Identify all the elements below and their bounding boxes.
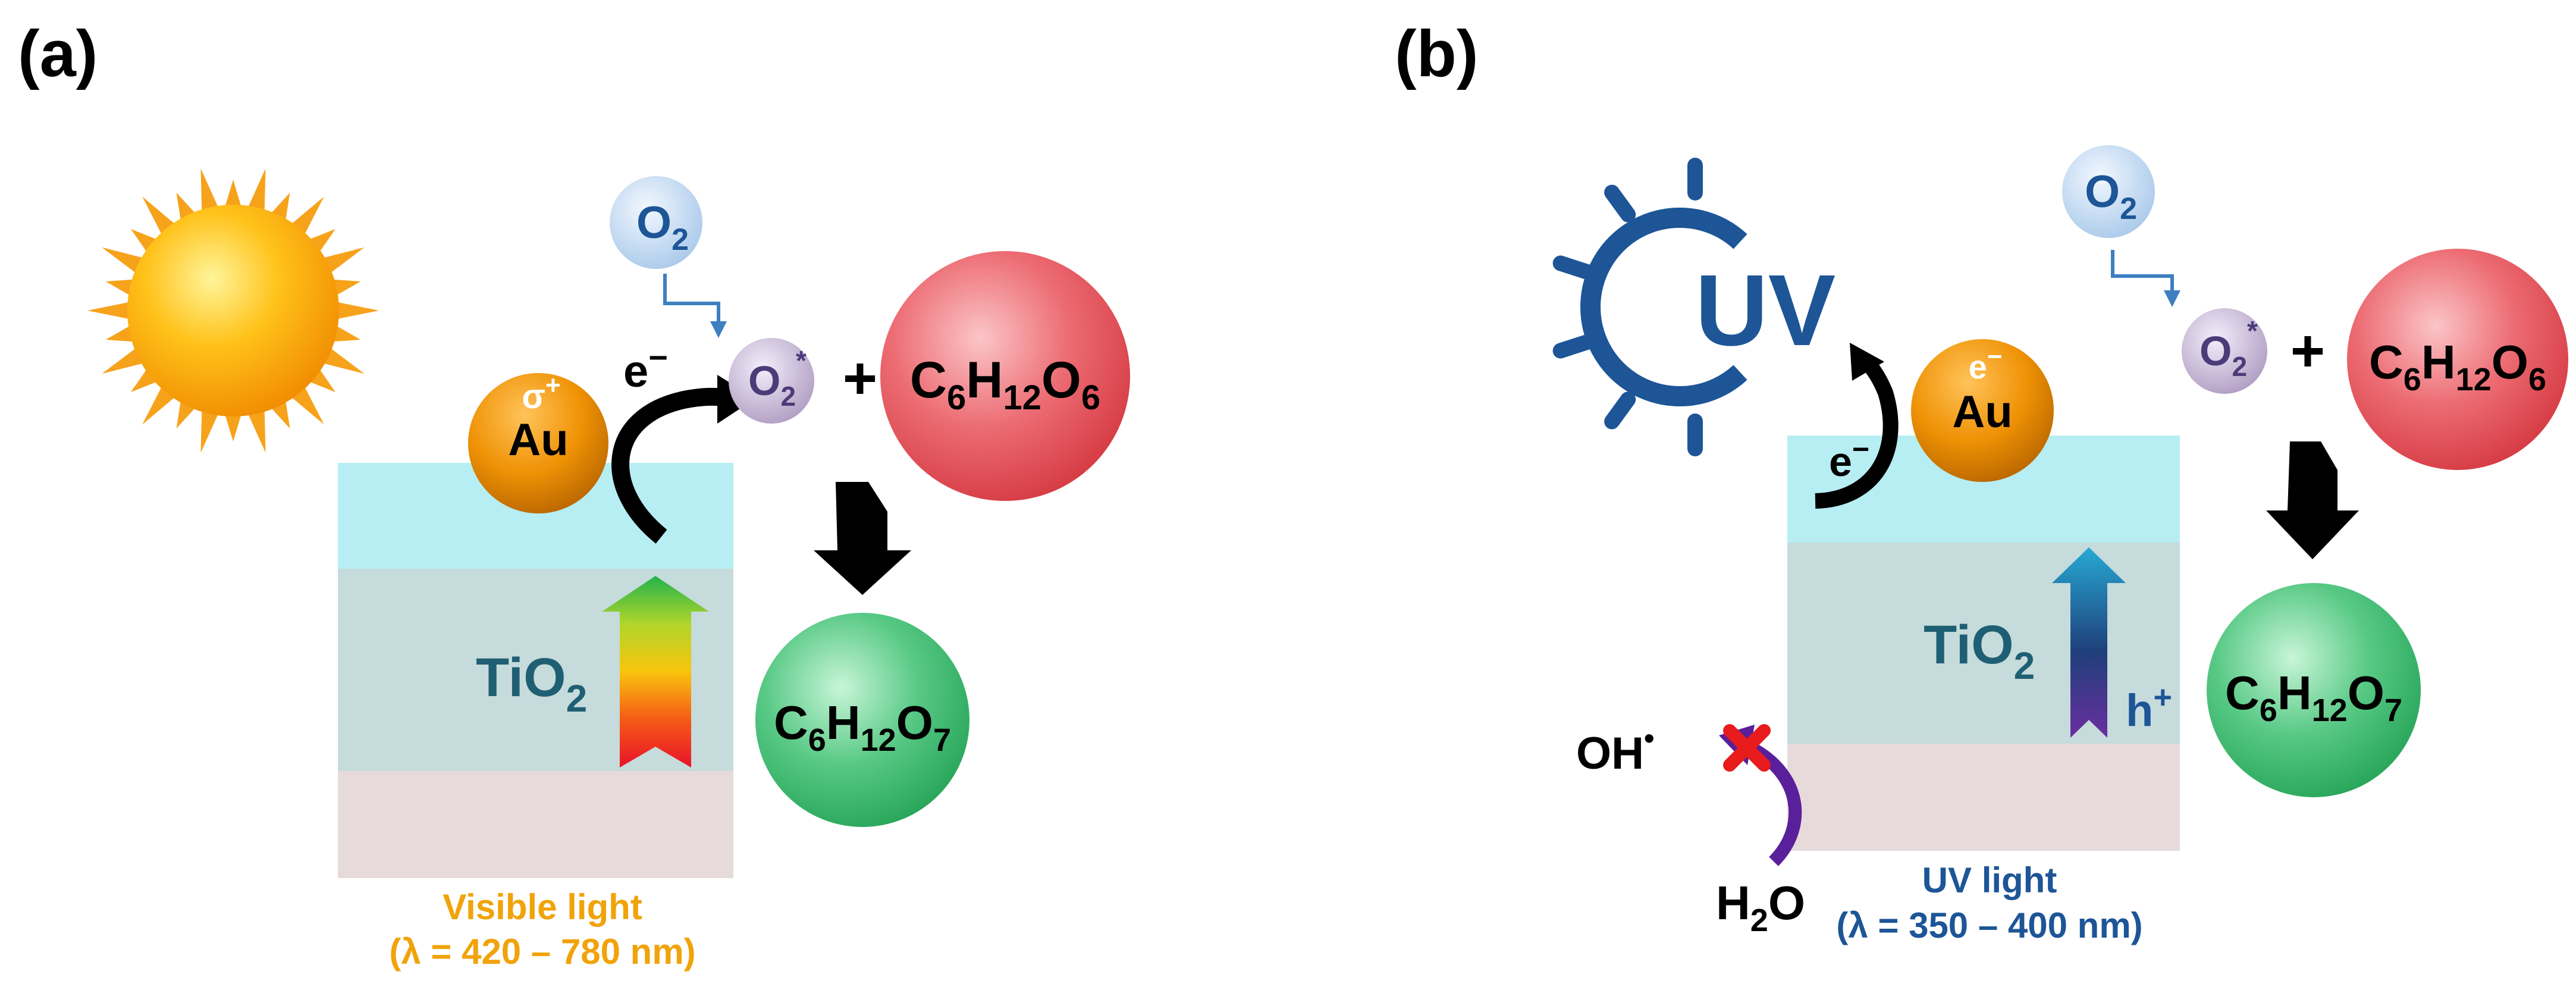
o2-radical-bubble-b xyxy=(2182,308,2267,394)
au-electron-label: e− xyxy=(1969,342,2003,386)
sun-ray xyxy=(319,346,365,374)
glucose-formula-b: C6H12O6 xyxy=(2369,336,2546,397)
o2-activation-arrow-b xyxy=(2111,250,2174,295)
panel-a: (a) TiO2 σ+ Au e− O2 O2* + xyxy=(18,17,1130,972)
uv-logo-text: UV xyxy=(1695,254,1835,367)
o2-radical-label: O2* xyxy=(748,345,807,412)
au-label: Au xyxy=(508,415,568,465)
sun-ray xyxy=(224,180,243,210)
o2-label-b: O2 xyxy=(2085,167,2137,226)
electron-label-b: e− xyxy=(1829,433,1869,485)
sun-ray xyxy=(246,406,266,453)
tio2-label: TiO2 xyxy=(476,647,587,720)
uv-ray xyxy=(1552,255,1595,280)
o2-label: O2 xyxy=(636,198,689,257)
electron-transfer-arrow xyxy=(611,387,728,544)
gluconic-acid-bubble-b xyxy=(2207,583,2421,797)
glucose-formula: C6H12O6 xyxy=(910,352,1100,417)
gluconic-acid-bubble xyxy=(755,613,969,827)
valence-band-layer xyxy=(338,771,733,878)
gluconic-acid-formula: C6H12O7 xyxy=(774,696,951,758)
visible-light-range: (λ = 420 – 780 nm) xyxy=(389,932,695,972)
electron-backflow-arrow xyxy=(1815,355,1899,509)
plus-sign: + xyxy=(843,345,877,412)
valence-band-layer-b xyxy=(1787,744,2180,851)
electron-label: e− xyxy=(623,339,668,397)
uv-ray xyxy=(1604,391,1636,430)
blocked-cross-icon xyxy=(1723,724,1771,772)
uv-light-label: UV light xyxy=(1922,860,2057,900)
sun-ray xyxy=(334,301,379,320)
hydroxyl-radical-label: OH• xyxy=(1576,722,1655,779)
sun-ray xyxy=(246,168,266,215)
uv-sun-icon: UV xyxy=(1552,158,1835,456)
panel-a-label: (a) xyxy=(18,17,98,90)
au-nanoparticle-b xyxy=(1911,339,2054,482)
gluconic-acid-formula-b: C6H12O7 xyxy=(2225,666,2402,728)
au-nanoparticle xyxy=(468,373,608,513)
sun-ray xyxy=(102,346,147,374)
oxidation-arrow xyxy=(814,482,911,595)
panel-b: (b) UV TiO2 h+ e− Au e− O2 O2* + xyxy=(1395,17,2568,945)
uv-ray xyxy=(1604,184,1636,223)
sun-ray xyxy=(200,168,220,215)
water-oxidation-arrow xyxy=(1745,741,1802,866)
visible-light-arrow xyxy=(602,576,709,767)
o2-bubble xyxy=(610,176,702,269)
sun-icon xyxy=(87,168,379,453)
uv-excitation-arrow xyxy=(2052,547,2126,738)
sun-ray xyxy=(87,301,133,320)
glucose-bubble xyxy=(880,251,1130,501)
glucose-bubble-b xyxy=(2347,249,2568,470)
uv-ray xyxy=(1552,334,1595,359)
sun-ray xyxy=(224,411,243,441)
o2-bubble-b xyxy=(2062,145,2155,238)
plus-sign-b: + xyxy=(2291,318,2325,384)
o2-radical-bubble xyxy=(729,338,814,424)
oxidation-arrow-b xyxy=(2266,441,2359,559)
sun-ray xyxy=(200,406,220,453)
uv-light-range: (λ = 350 – 400 nm) xyxy=(1836,906,2142,945)
o2-radical-label-b: O2* xyxy=(2200,315,2258,382)
water-label: H2O xyxy=(1716,876,1805,938)
tio2-label-b: TiO2 xyxy=(1924,615,2035,687)
sun-ray xyxy=(102,247,147,275)
panel-b-label: (b) xyxy=(1395,17,1478,90)
au-label-b: Au xyxy=(1952,387,2012,437)
o2-activation-arrow xyxy=(663,274,720,326)
hole-label: h+ xyxy=(2126,679,2172,736)
sun-ray xyxy=(319,247,365,275)
au-charge-label: σ+ xyxy=(522,371,560,416)
visible-light-label: Visible light xyxy=(443,887,642,927)
